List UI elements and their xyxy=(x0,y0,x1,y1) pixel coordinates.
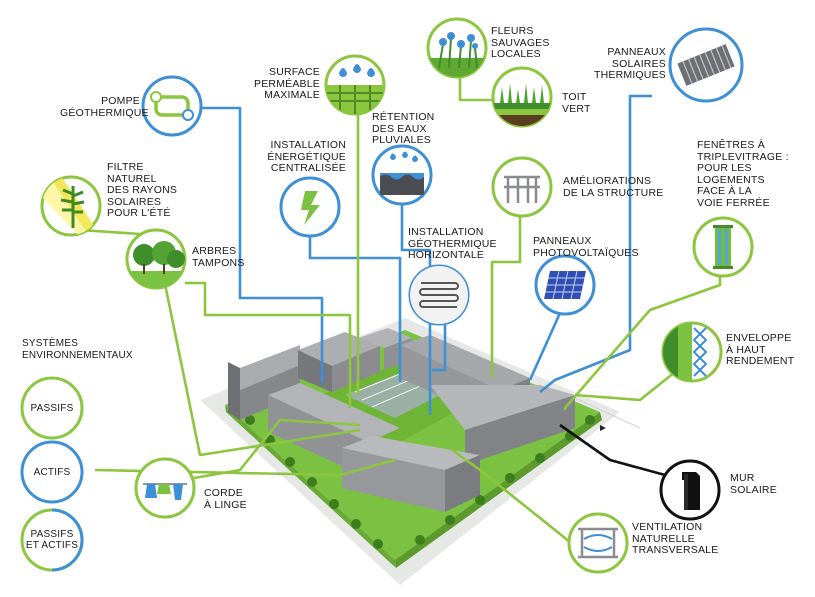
label-panneaux-photovoltaiques: PANNEAUX PHOTOVOLTAÏQUES xyxy=(533,235,639,259)
green-roof-icon xyxy=(491,66,553,128)
label-corde-a-linge: CORDE À LINGE xyxy=(204,487,247,511)
label-filtre-naturel: FILTRE NATUREL DES RAYONS SOLAIRES POUR … xyxy=(107,161,178,219)
legend-passive-label: PASSIFS xyxy=(30,403,74,414)
clothesline-icon xyxy=(134,457,196,519)
insulation-icon xyxy=(661,321,723,383)
legend-active-circle xyxy=(20,440,84,504)
rainwater-icon xyxy=(371,144,433,206)
triple-glazing-icon xyxy=(692,216,754,278)
label-geothermique-horizontale: INSTALLATION GÉOTHERMIQUE HORIZONTALE xyxy=(408,226,497,261)
ground-loop-icon xyxy=(408,264,470,326)
label-fenetres-triple-vitrage: FENÊTRES À TRIPLEVITRAGE : POUR LES LOGE… xyxy=(697,139,789,209)
label-ventilation: VENTILATION NATURELLE TRANSVERSALE xyxy=(632,521,719,556)
label-arbres-tampons: ARBRES TAMPONS xyxy=(192,245,245,269)
label-surface-permeable: SURFACE PERMÉABLE MAXIMALE xyxy=(254,66,320,101)
legend-title: SYSTÈMES ENVIRONNEMENTAUX xyxy=(22,338,133,361)
sun-filter-icon xyxy=(40,175,102,237)
label-retention-eaux: RÉTENTION DES EAUX PLUVIALES xyxy=(372,111,435,146)
structure-icon xyxy=(491,156,553,218)
site-model xyxy=(200,318,641,585)
legend-passive-circle xyxy=(20,376,84,440)
label-mur-solaire: MUR SOLAIRE xyxy=(730,472,777,496)
legend xyxy=(20,376,84,572)
label-toit-vert: TOIT VERT xyxy=(562,91,591,115)
lightning-icon xyxy=(279,176,341,238)
label-installation-energetique: INSTALLATION ÉNERGÉTIQUE CENTRALISÉE xyxy=(267,139,346,174)
label-ameliorations-structure: AMÉLIORATIONS DE LA STRUCTURE xyxy=(563,175,664,199)
trees-icon xyxy=(125,228,187,290)
flowers-icon xyxy=(426,17,488,79)
legend-both-label: PASSIFS ET ACTIFS xyxy=(25,529,79,551)
thermal-panel-icon xyxy=(668,27,744,103)
solar-wall-icon xyxy=(659,459,721,521)
ventilation-icon xyxy=(567,512,629,574)
label-panneaux-solaires-thermiques: PANNEAUX SOLAIRES THERMIQUES xyxy=(593,46,666,81)
solar-panel-icon xyxy=(534,254,596,316)
label-pompe-geothermique: POMPE GÉOTHERMIQUE xyxy=(60,95,149,119)
permeable-surface-icon xyxy=(324,54,386,116)
label-enveloppe: ENVELOPPE À HAUT RENDEMENT xyxy=(726,332,795,367)
legend-active-label: ACTIFS xyxy=(33,467,71,478)
label-fleurs-sauvages: FLEURS SAUVAGES LOCALES xyxy=(491,25,550,60)
heat-pump-icon xyxy=(141,75,203,137)
